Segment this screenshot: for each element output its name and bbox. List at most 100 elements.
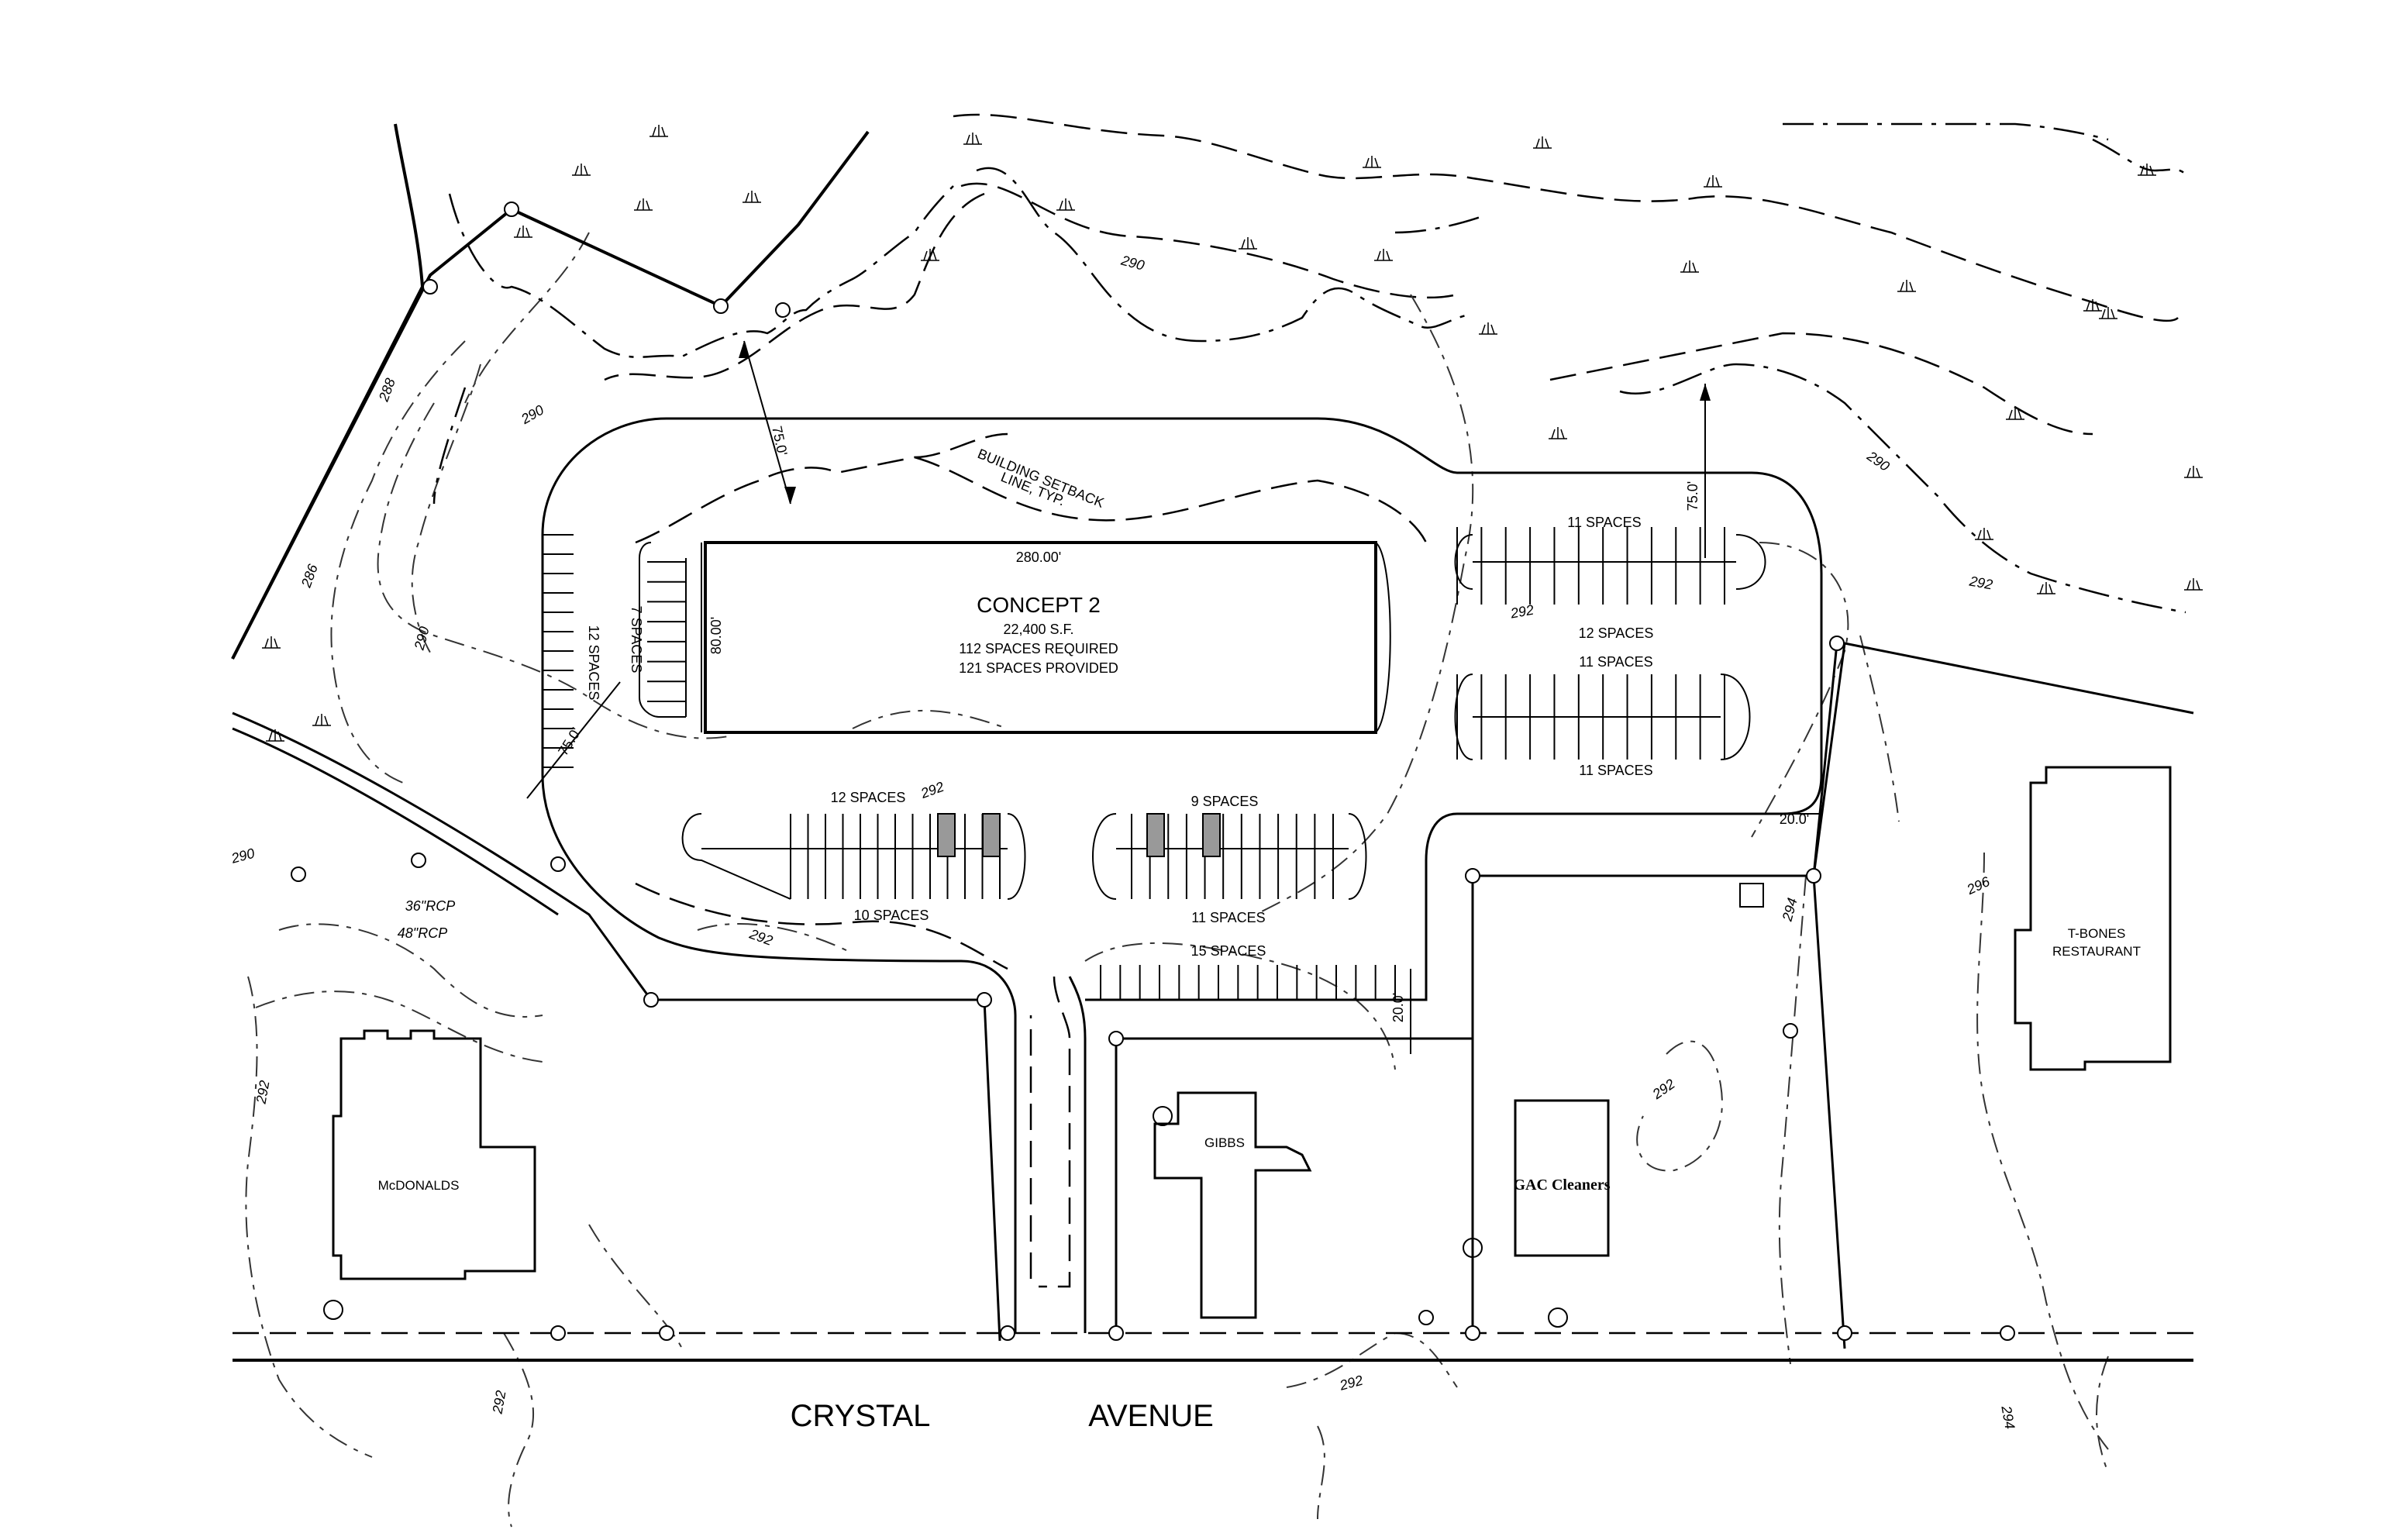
- grass-icon: [1056, 198, 1075, 211]
- neighbor-buildings: [332, 766, 2172, 1319]
- setback-dim-west-label: 75.0': [555, 725, 584, 758]
- grass-icon: [1897, 280, 1916, 292]
- gibbs-label: GIBBS: [1204, 1135, 1245, 1150]
- tbones-building: [2014, 766, 2172, 1071]
- utility-pole-icon: [1465, 868, 1480, 884]
- contour-label: 290: [411, 625, 432, 652]
- street-name: AVENUE: [1088, 1399, 1214, 1433]
- parking-count-label: 12 SPACES: [586, 625, 601, 701]
- setback-dim-north-label: 75.0': [769, 425, 791, 457]
- contour-label: 286: [298, 561, 321, 590]
- accessible-stall-hatch: [1146, 813, 1165, 857]
- setback-dim-west: [526, 681, 621, 799]
- parking-count-label: 11 SPACES: [1579, 763, 1652, 778]
- utility-pole-icon: [1108, 1031, 1124, 1046]
- utility-pole-icon: [1000, 1325, 1015, 1341]
- contour-label: 292: [253, 1079, 272, 1105]
- utility-pole-icon: [2000, 1325, 2015, 1341]
- grass-icon: [2184, 578, 2203, 591]
- drive-dim-label: 20.0': [1390, 993, 1406, 1022]
- contour-label: 296: [1964, 873, 1993, 898]
- grass-icon: [2083, 299, 2102, 312]
- grass-icon: [1479, 322, 1497, 335]
- setback-dim-side-label: 20.0': [1780, 811, 1809, 827]
- accessible-stall-hatch: [937, 813, 956, 857]
- building-length-dim: 280.00': [1016, 550, 1062, 565]
- grass-icon: [1239, 237, 1257, 250]
- cleaners-label: GAC Cleaners: [1514, 1177, 1611, 1194]
- grass-icon: [2037, 582, 2055, 594]
- grass-icon: [963, 133, 982, 145]
- utility-pole-icon: [291, 866, 306, 882]
- tbones-label: T-BONES: [2068, 926, 2126, 941]
- spaces-provided: 121 SPACES PROVIDED: [959, 660, 1118, 676]
- pipe-label: 36"RCP: [405, 898, 455, 914]
- grass-icon: [312, 714, 331, 726]
- contour-label: 292: [489, 1389, 508, 1415]
- vegetation-symbols: [262, 125, 2203, 742]
- utility-pole-icon: [643, 992, 659, 1008]
- grass-icon: [1704, 175, 1722, 188]
- grass-icon: [1975, 528, 1993, 540]
- parking-count-label: 15 SPACES: [1191, 943, 1266, 959]
- setback-dim-north: [743, 340, 791, 505]
- grass-icon: [1374, 249, 1393, 261]
- utility-pole-icon: [1418, 1310, 1434, 1325]
- contour-label: 292: [1968, 573, 1994, 592]
- parking-count-label: 10 SPACES: [854, 908, 929, 923]
- grass-icon: [262, 636, 281, 649]
- utility-pole-icon: [411, 853, 426, 868]
- parking-stalls: [543, 527, 1736, 1000]
- building-footprint: [704, 541, 1377, 734]
- grass-icon: [650, 125, 668, 137]
- parking-count-label: 7 SPACES: [629, 606, 644, 674]
- grass-icon: [634, 198, 653, 211]
- utility-pole-icon: [1806, 868, 1821, 884]
- parking-count-label: 12 SPACES: [831, 790, 906, 805]
- utility-pole-icon: [1108, 1325, 1124, 1341]
- utility-pole-icon: [713, 298, 729, 314]
- grass-icon: [743, 191, 761, 203]
- utility-pole-icon: [1783, 1023, 1798, 1039]
- contour-label: 294: [1998, 1404, 2017, 1430]
- grass-icon: [1680, 260, 1699, 273]
- tbones-label: RESTAURANT: [2052, 944, 2141, 959]
- building-depth-dim: 80.00': [708, 617, 724, 654]
- parking-count-label: 11 SPACES: [1567, 515, 1641, 530]
- labels: CONCEPT 2 22,400 S.F. 112 SPACES REQUIRE…: [229, 252, 2141, 1433]
- grass-icon: [2138, 164, 2156, 176]
- street-name: CRYSTAL: [791, 1399, 931, 1433]
- pipe-label: 48"RCP: [398, 925, 447, 941]
- grass-icon: [1363, 156, 1381, 168]
- utility-pole-icon: [1465, 1325, 1480, 1341]
- tree-icon: [1463, 1238, 1483, 1258]
- parking-islands: [639, 534, 1766, 900]
- parking-count-label: 12 SPACES: [1579, 625, 1654, 641]
- parking-count-label: 9 SPACES: [1191, 794, 1259, 809]
- grass-icon: [921, 249, 939, 261]
- utility-pole-icon: [659, 1325, 674, 1341]
- setback-label: BUILDING SETBACK: [976, 446, 1107, 511]
- utility-box: [1739, 883, 1764, 908]
- parking-lot-outline: [541, 417, 1823, 1333]
- accessible-stall-hatch: [1202, 813, 1221, 857]
- utility-pole-icon: [550, 856, 566, 872]
- contour-label: 288: [375, 376, 398, 404]
- utility-pole-icon: [775, 302, 791, 318]
- grass-icon: [572, 164, 591, 176]
- mcdonalds-building: [332, 1029, 536, 1280]
- concept-area: 22,400 S.F.: [1003, 622, 1073, 637]
- concept-building: [701, 541, 1391, 734]
- gibbs-building: [1153, 1091, 1312, 1319]
- grass-icon: [1549, 427, 1567, 439]
- contour-label: 290: [229, 846, 256, 866]
- tree-icon: [1153, 1106, 1173, 1126]
- utility-pole-icon: [1837, 1325, 1852, 1341]
- grass-icon: [514, 226, 532, 238]
- contour-label: 292: [1508, 602, 1535, 622]
- contour-label: 290: [1118, 252, 1146, 273]
- grass-icon: [266, 729, 284, 742]
- dimension-arrows: [526, 340, 1821, 1054]
- accessible-stall-hatch: [982, 813, 1001, 857]
